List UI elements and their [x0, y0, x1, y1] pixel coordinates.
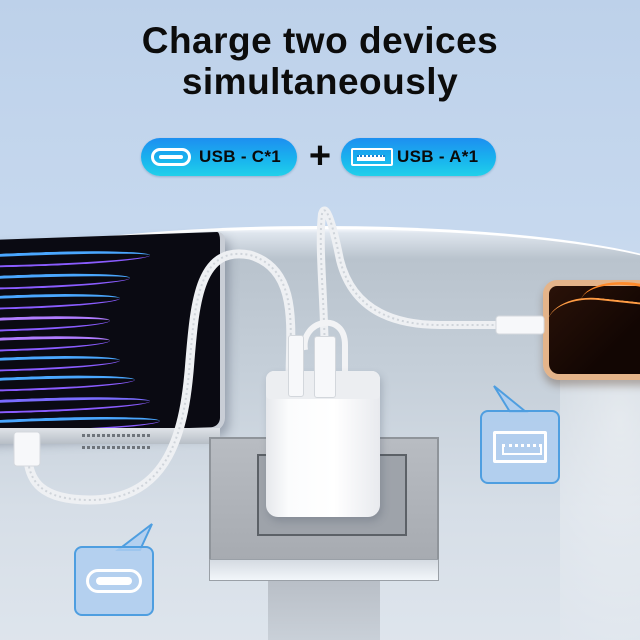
- usb-c-callout: [74, 546, 154, 616]
- usb-a-port-icon: [493, 431, 547, 463]
- usb-c-badge: USB - C*1: [141, 138, 297, 176]
- title-line-1: Charge two devices: [141, 20, 499, 61]
- plus-sign: +: [308, 135, 332, 177]
- usb-c-port-icon: [151, 148, 191, 166]
- wall-socket-front: [209, 559, 439, 581]
- usb-c-label: USB - C*1: [199, 147, 282, 166]
- usb-c-port-icon: [86, 569, 142, 593]
- speaker-grill: [82, 446, 152, 449]
- smartphone-device: [543, 272, 640, 380]
- title-line-2: simultaneously: [181, 61, 459, 102]
- usb-a-callout: [480, 410, 560, 484]
- speaker-grill: [82, 434, 152, 437]
- usb-a-port-icon: [351, 148, 393, 166]
- usb-c-plug: [288, 335, 304, 397]
- usb-a-plug: [314, 336, 336, 398]
- usb-a-label: USB - A*1: [397, 147, 479, 166]
- page-title: Charge two devices simultaneously: [0, 20, 640, 102]
- usb-a-badge: USB - A*1: [341, 138, 496, 176]
